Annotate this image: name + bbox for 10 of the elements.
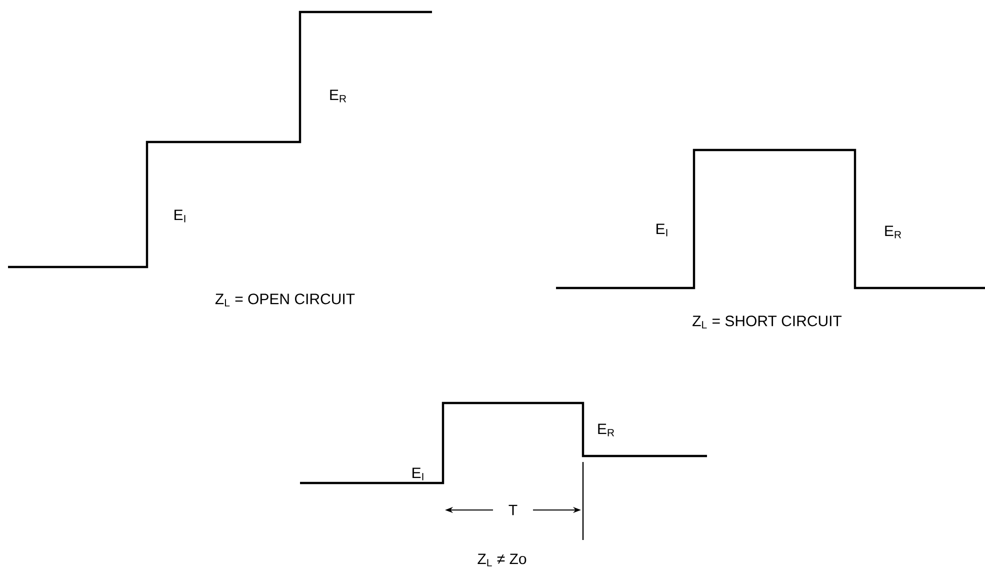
caption: Z$_{L}$ ≠ Zo <box>478 554 526 566</box>
signal-label: E$_{R}$ <box>330 90 346 102</box>
signal-label: E$_{R}$ <box>598 424 614 436</box>
caption: Z$_{L}$ = OPEN CIRCUIT <box>215 294 355 306</box>
signal-label: T <box>508 504 518 516</box>
signal-label: E$_{I}$ <box>412 468 424 480</box>
signal-label: E$_{I}$ <box>656 224 668 236</box>
signal-label: E$_{I}$ <box>174 210 186 222</box>
signal-label: E$_{R}$ <box>885 226 902 238</box>
caption: Z$_{L}$ = SHORT CIRCUIT <box>692 316 842 328</box>
